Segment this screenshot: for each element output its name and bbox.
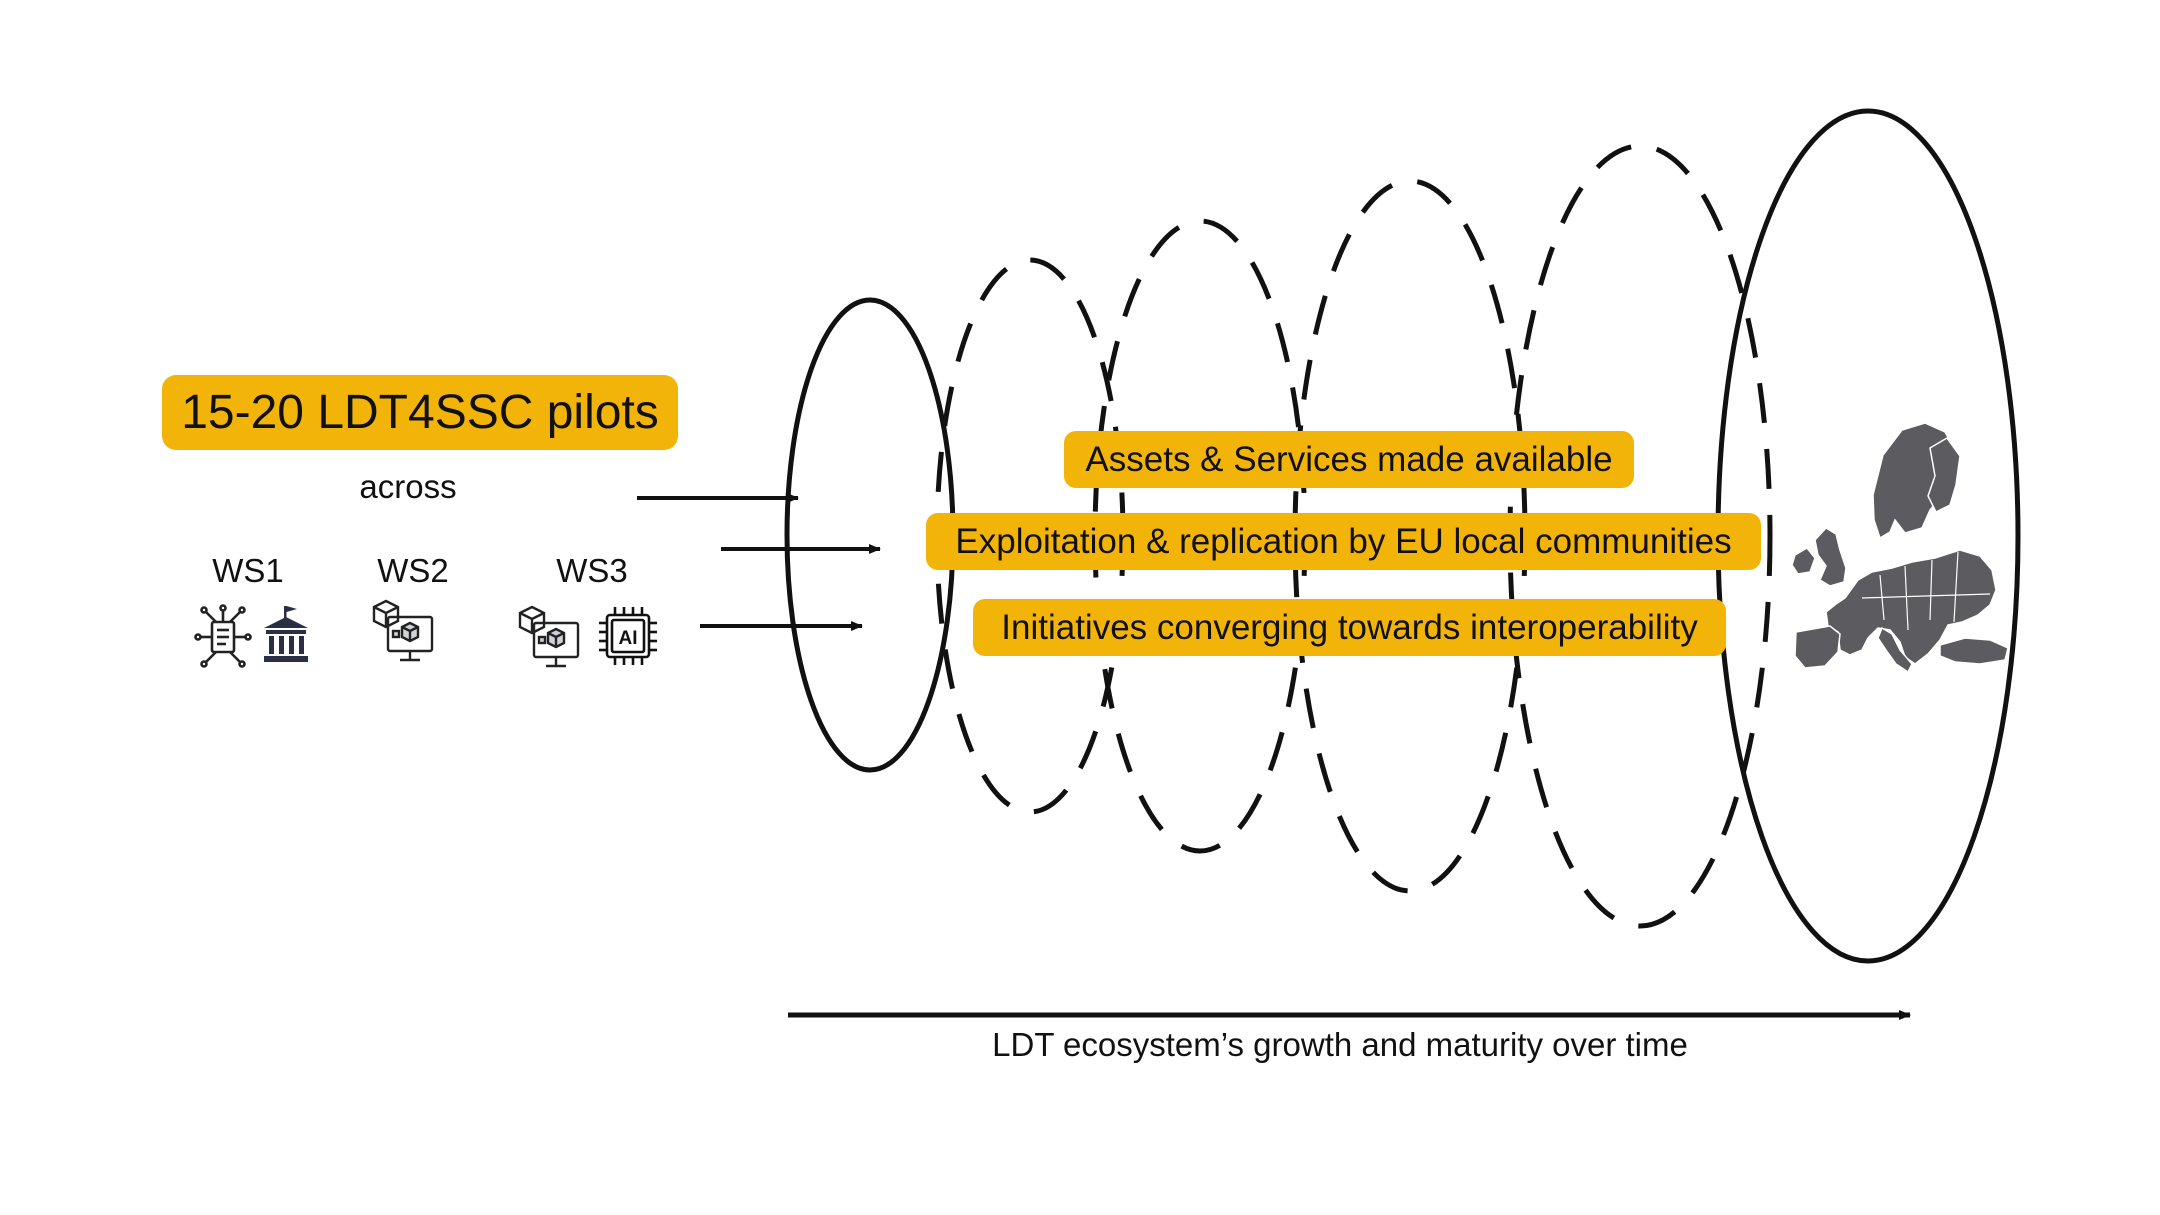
- government-building-icon: [264, 606, 308, 662]
- pilots-badge: 15-20 LDT4SSC pilots: [162, 375, 678, 450]
- ws2-label: WS2: [377, 552, 449, 589]
- outcome-interoperability: Initiatives converging towards interoper…: [973, 599, 1726, 656]
- ws3-label: WS3: [556, 552, 628, 589]
- across-label: across: [359, 468, 457, 505]
- europe-map-icon: [1791, 422, 2009, 674]
- digital-twin-monitor-icon: [372, 599, 434, 662]
- outcome-exploitation-replication: Exploitation & replication by EU local c…: [926, 513, 1761, 570]
- svg-text:AI: AI: [619, 628, 638, 649]
- digital-twin-monitor-icon: [518, 605, 580, 668]
- ws1-label: WS1: [212, 552, 284, 589]
- growth-ring-end: [1715, 108, 2021, 964]
- data-network-icon: [194, 604, 252, 668]
- ai-chip-icon: AI: [599, 607, 657, 665]
- outcome-assets-services: Assets & Services made available: [1064, 431, 1634, 488]
- time-axis-label: LDT ecosystem’s growth and maturity over…: [992, 1026, 1688, 1063]
